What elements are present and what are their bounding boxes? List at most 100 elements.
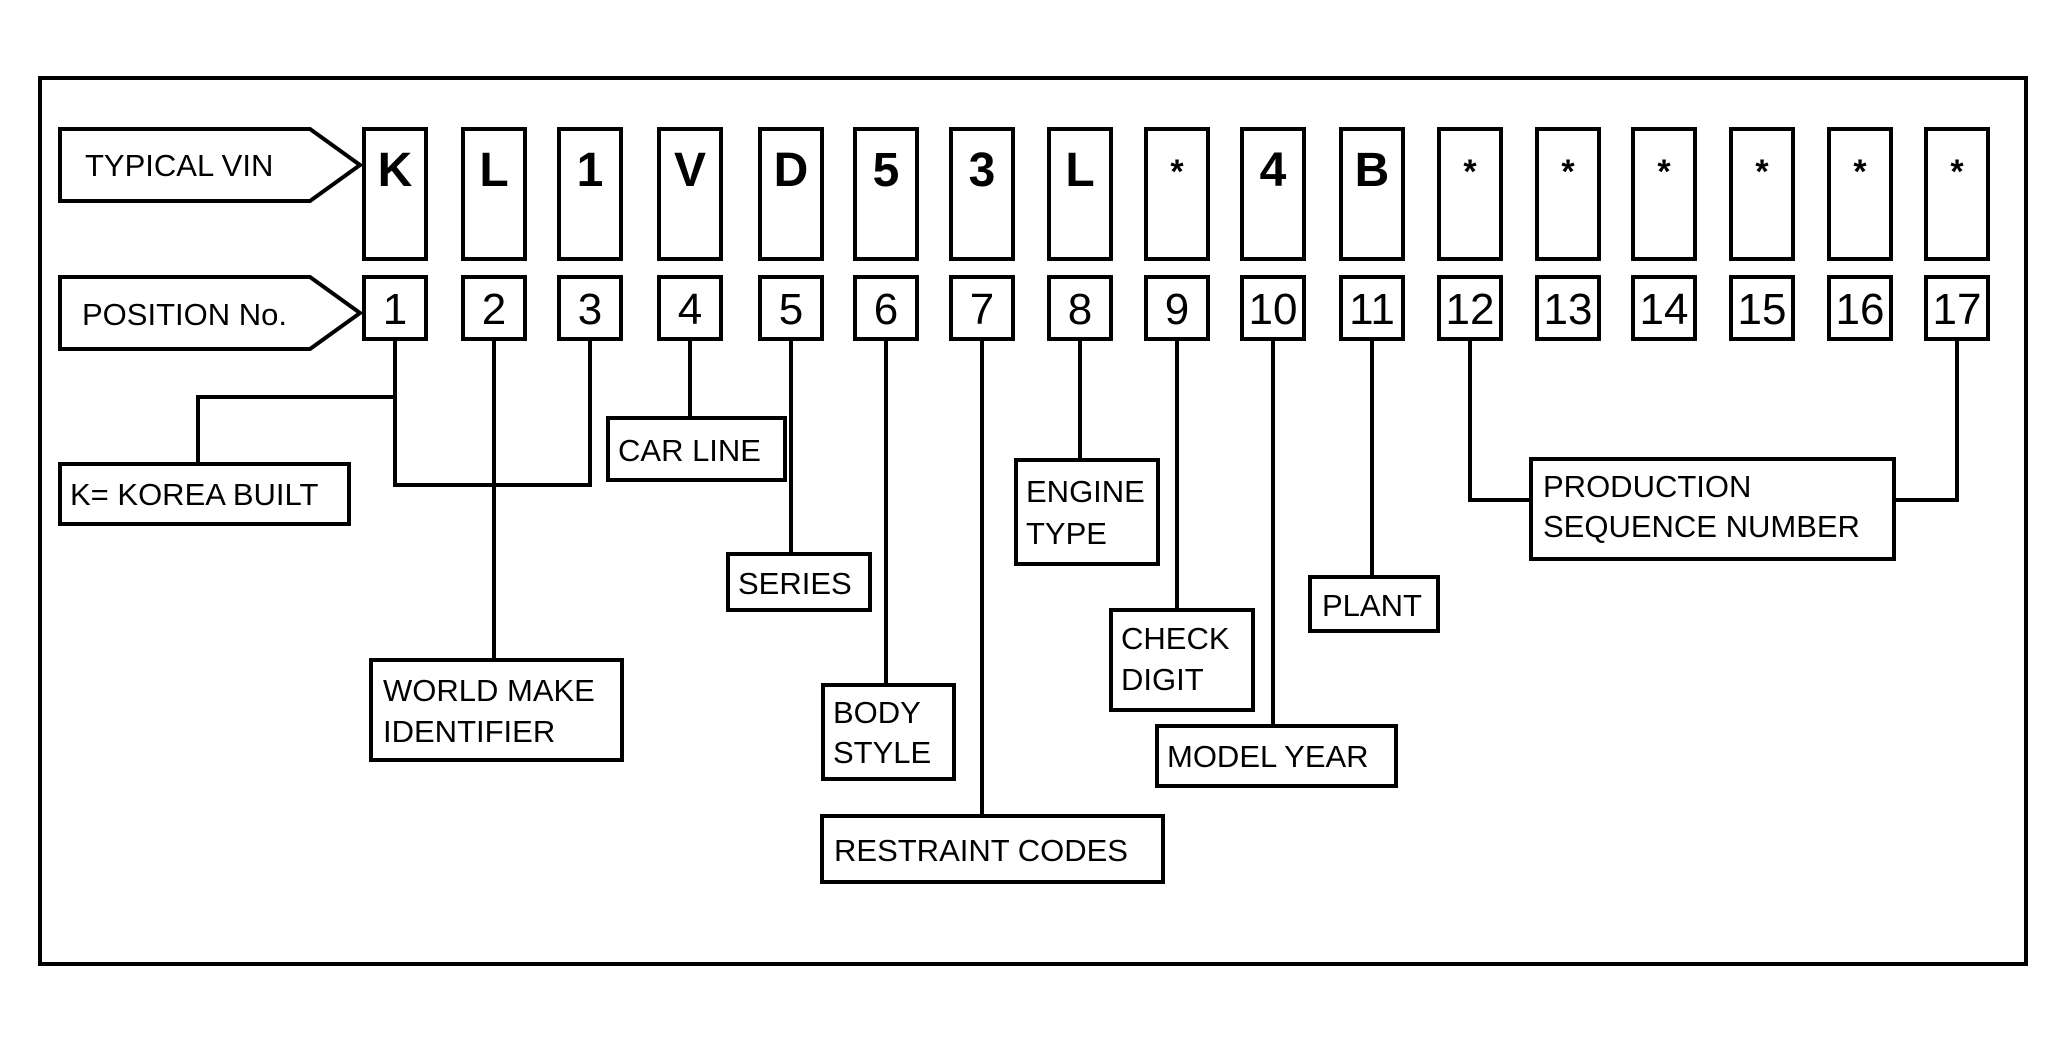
plant-box bbox=[1308, 575, 1440, 633]
world-make-identifier-line2: IDENTIFIER bbox=[383, 714, 555, 749]
check-digit-box bbox=[1109, 608, 1255, 712]
vin-char: 3 bbox=[969, 144, 996, 197]
position-number: 4 bbox=[678, 285, 702, 334]
plant-label: PLANT bbox=[1322, 588, 1422, 623]
series-box bbox=[726, 552, 872, 612]
vin-character-row: K L 1 V D 5 3 L * 4 B * * * * * * bbox=[362, 127, 1990, 261]
check-digit-line1: CHECK bbox=[1121, 621, 1230, 656]
korea-built-box bbox=[58, 462, 351, 526]
position-number: 1 bbox=[383, 285, 407, 334]
vin-char-box bbox=[1924, 127, 1990, 261]
position-number-box bbox=[1729, 275, 1795, 341]
vin-char-box bbox=[1535, 127, 1601, 261]
position-number: 8 bbox=[1068, 285, 1092, 334]
body-style-line1: BODY bbox=[833, 695, 921, 730]
world-make-identifier-box bbox=[369, 658, 624, 762]
position-number: 5 bbox=[779, 285, 803, 334]
connector-production-seq-right bbox=[1894, 339, 1959, 502]
model-year-label: MODEL YEAR bbox=[1167, 739, 1369, 774]
position-number: 9 bbox=[1165, 285, 1189, 334]
production-sequence-number-line2: SEQUENCE NUMBER bbox=[1543, 509, 1860, 544]
position-number-box bbox=[557, 275, 623, 341]
vin-char-box bbox=[557, 127, 623, 261]
vin-char-box bbox=[949, 127, 1015, 261]
vin-char: 4 bbox=[1260, 144, 1287, 197]
position-number-box bbox=[1827, 275, 1893, 341]
vin-char: D bbox=[774, 144, 809, 197]
position-number-box bbox=[1240, 275, 1306, 341]
callout-boxes: K= KOREA BUILT WORLD MAKE IDENTIFIER CAR… bbox=[58, 416, 1896, 884]
engine-type-box bbox=[1014, 458, 1160, 566]
position-number: 2 bbox=[482, 285, 506, 334]
vin-char: B bbox=[1355, 144, 1390, 197]
vin-char-box bbox=[758, 127, 824, 261]
vin-char-box bbox=[461, 127, 527, 261]
model-year-box bbox=[1155, 724, 1398, 788]
typical-vin-label: TYPICAL VIN bbox=[85, 148, 273, 183]
vin-char-box bbox=[1437, 127, 1503, 261]
car-line-box bbox=[606, 416, 787, 482]
vin-char-box bbox=[1631, 127, 1697, 261]
engine-type-line1: ENGINE bbox=[1026, 474, 1145, 509]
world-make-identifier-line1: WORLD MAKE bbox=[383, 673, 595, 708]
korea-built-label: K= KOREA BUILT bbox=[70, 477, 318, 512]
position-number: 12 bbox=[1446, 285, 1495, 334]
check-digit-line2: DIGIT bbox=[1121, 662, 1204, 697]
vin-char-box bbox=[1827, 127, 1893, 261]
vin-char-box bbox=[657, 127, 723, 261]
position-number-box bbox=[758, 275, 824, 341]
position-number: 16 bbox=[1836, 285, 1885, 334]
vin-char: * bbox=[1853, 153, 1867, 191]
connector-korea-built bbox=[196, 339, 397, 464]
position-number: 17 bbox=[1933, 285, 1982, 334]
position-number-box bbox=[1535, 275, 1601, 341]
position-number-box bbox=[362, 275, 428, 341]
position-number-box bbox=[1631, 275, 1697, 341]
vin-char: * bbox=[1463, 153, 1477, 191]
vin-char-box bbox=[1339, 127, 1405, 261]
position-number: 10 bbox=[1249, 285, 1298, 334]
vin-char-box bbox=[1729, 127, 1795, 261]
position-number-box bbox=[461, 275, 527, 341]
vin-char: 5 bbox=[873, 144, 900, 197]
position-number-box bbox=[1437, 275, 1503, 341]
position-number: 6 bbox=[874, 285, 898, 334]
car-line-label: CAR LINE bbox=[618, 433, 761, 468]
position-number: 13 bbox=[1544, 285, 1593, 334]
vin-char-box bbox=[853, 127, 919, 261]
position-number: 15 bbox=[1738, 285, 1787, 334]
body-style-box bbox=[821, 683, 956, 781]
vin-char-box bbox=[362, 127, 428, 261]
restraint-codes-label: RESTRAINT CODES bbox=[834, 833, 1128, 868]
vin-char-box bbox=[1240, 127, 1306, 261]
production-sequence-number-line1: PRODUCTION bbox=[1543, 469, 1751, 504]
position-no-label-arrow bbox=[58, 275, 364, 351]
vin-char-box bbox=[1144, 127, 1210, 261]
diagram-frame bbox=[38, 76, 2028, 966]
position-number: 11 bbox=[1349, 285, 1395, 334]
position-no-label: POSITION No. bbox=[82, 297, 287, 332]
vin-char: * bbox=[1657, 153, 1671, 191]
position-number-box bbox=[657, 275, 723, 341]
position-number-box bbox=[853, 275, 919, 341]
vin-char: 1 bbox=[577, 144, 604, 197]
vin-char: * bbox=[1561, 153, 1575, 191]
vin-char: K bbox=[378, 144, 413, 197]
vin-char: * bbox=[1950, 153, 1964, 191]
series-label: SERIES bbox=[738, 566, 852, 601]
vin-char: L bbox=[1065, 144, 1094, 197]
vin-char: V bbox=[674, 144, 706, 197]
position-number: 7 bbox=[970, 285, 994, 334]
vin-char-box bbox=[1047, 127, 1113, 261]
vin-char: * bbox=[1755, 153, 1769, 191]
vin-char: * bbox=[1170, 153, 1184, 191]
vin-char: L bbox=[479, 144, 508, 197]
position-number-box bbox=[1047, 275, 1113, 341]
body-style-line2: STYLE bbox=[833, 735, 931, 770]
position-number-box bbox=[949, 275, 1015, 341]
typical-vin-label-arrow bbox=[58, 127, 364, 203]
position-number: 14 bbox=[1640, 285, 1689, 334]
engine-type-line2: TYPE bbox=[1026, 516, 1107, 551]
